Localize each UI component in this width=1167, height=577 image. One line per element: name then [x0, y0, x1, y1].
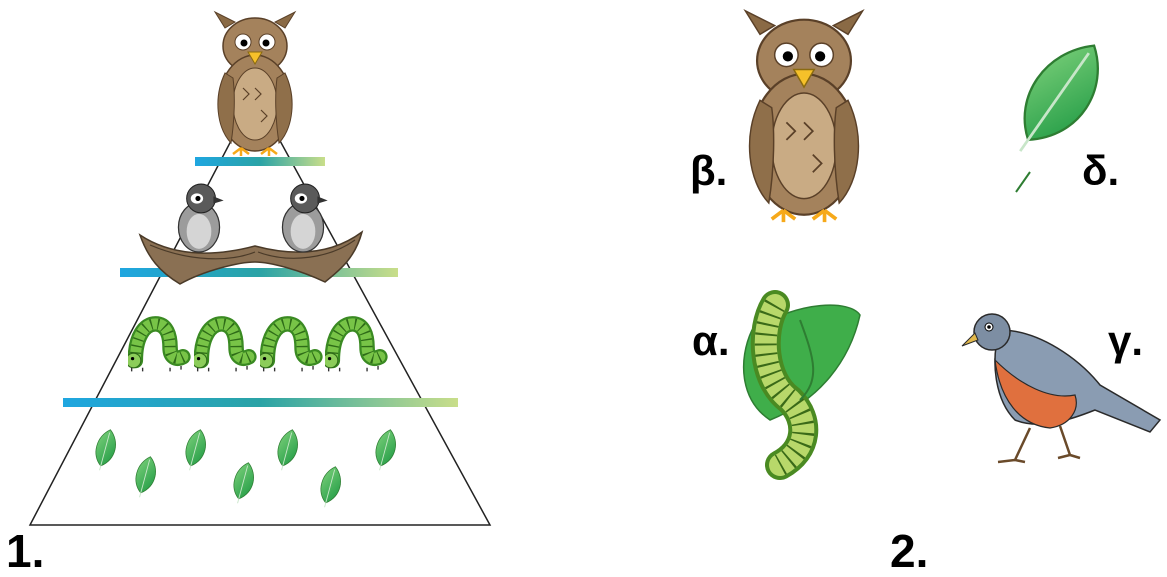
trophic-band-3 — [63, 398, 458, 407]
bird-icon — [281, 183, 329, 253]
caterpillar-icon — [742, 290, 861, 480]
leaf-icon — [315, 463, 346, 511]
owl-icon — [743, 9, 865, 224]
option-beta-label: β. — [690, 147, 728, 194]
leaf-icon — [272, 426, 303, 474]
option-gamma-label: γ. — [1108, 317, 1144, 364]
figure-2-number: 2. — [890, 525, 929, 577]
bird-icon — [177, 183, 225, 253]
nest-icon — [138, 230, 364, 285]
leaf-icon — [996, 28, 1120, 193]
caterpillar-icon — [323, 324, 380, 372]
trophic-band-1 — [195, 157, 325, 166]
leaf-icon — [90, 426, 121, 474]
leaf-icon — [228, 459, 259, 507]
leaf-icon — [180, 426, 211, 474]
pyramid-outline — [28, 93, 492, 526]
leaf-icon — [130, 453, 161, 501]
caterpillar-icon — [192, 324, 249, 372]
caterpillar-icon — [126, 324, 183, 372]
option-alpha-label: α. — [692, 317, 730, 364]
caterpillar-icon — [258, 324, 315, 372]
figure-1-number: 1. — [6, 525, 45, 577]
bird-icon — [961, 313, 1162, 464]
leaf-icon — [370, 426, 401, 474]
trophic-band-2 — [120, 268, 398, 277]
pyramid — [28, 93, 492, 526]
option-delta-label: δ. — [1082, 147, 1120, 194]
owl-icon — [213, 10, 297, 158]
